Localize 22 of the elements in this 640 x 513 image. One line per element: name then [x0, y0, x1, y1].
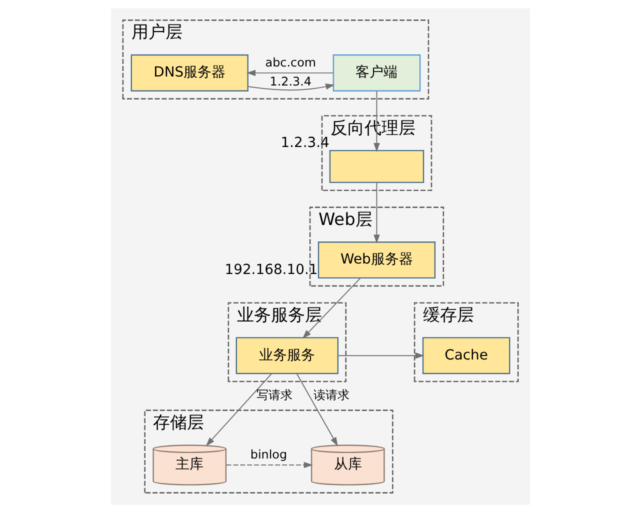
node-label: 1.2.3.4 — [280, 134, 329, 151]
arrow — [302, 278, 360, 339]
arrow — [337, 352, 424, 359]
node-box: Cache — [422, 337, 510, 374]
edge-label: 1.2.3.4 — [269, 74, 312, 88]
edge-label: 读请求 — [312, 388, 349, 402]
arrow — [296, 373, 338, 446]
node-label: 192.168.10.1 — [224, 262, 318, 278]
edge-label: abc.com — [264, 56, 316, 70]
node-box — [328, 150, 424, 184]
arrow — [246, 84, 334, 91]
edge-label: binlog — [250, 448, 287, 462]
arrow — [373, 182, 380, 244]
arrow — [373, 90, 380, 152]
arrow — [205, 373, 272, 446]
arrow — [225, 462, 312, 468]
arrow — [246, 70, 334, 76]
node-box: Web服务器 — [317, 242, 436, 279]
node-box: 业务服务 — [235, 337, 338, 374]
node-box: DNS服务器 — [130, 54, 248, 92]
node-box: 客户端 — [332, 54, 420, 92]
edge-label: 写请求 — [256, 388, 292, 402]
